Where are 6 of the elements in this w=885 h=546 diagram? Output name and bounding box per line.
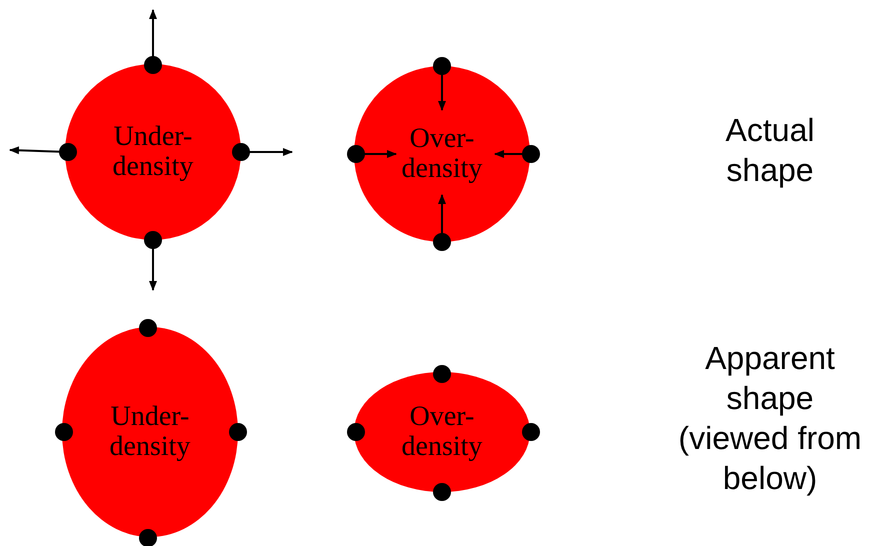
density-ellipse: Under- density — [62, 327, 238, 537]
density-circle: Under- density — [65, 64, 241, 240]
shape-caption: Actual shape — [724, 111, 816, 190]
density-ellipse: Over- density — [354, 372, 530, 492]
shape-caption: Apparent shape (viewed from below) — [677, 339, 863, 498]
density-circle: Over- density — [354, 66, 530, 242]
